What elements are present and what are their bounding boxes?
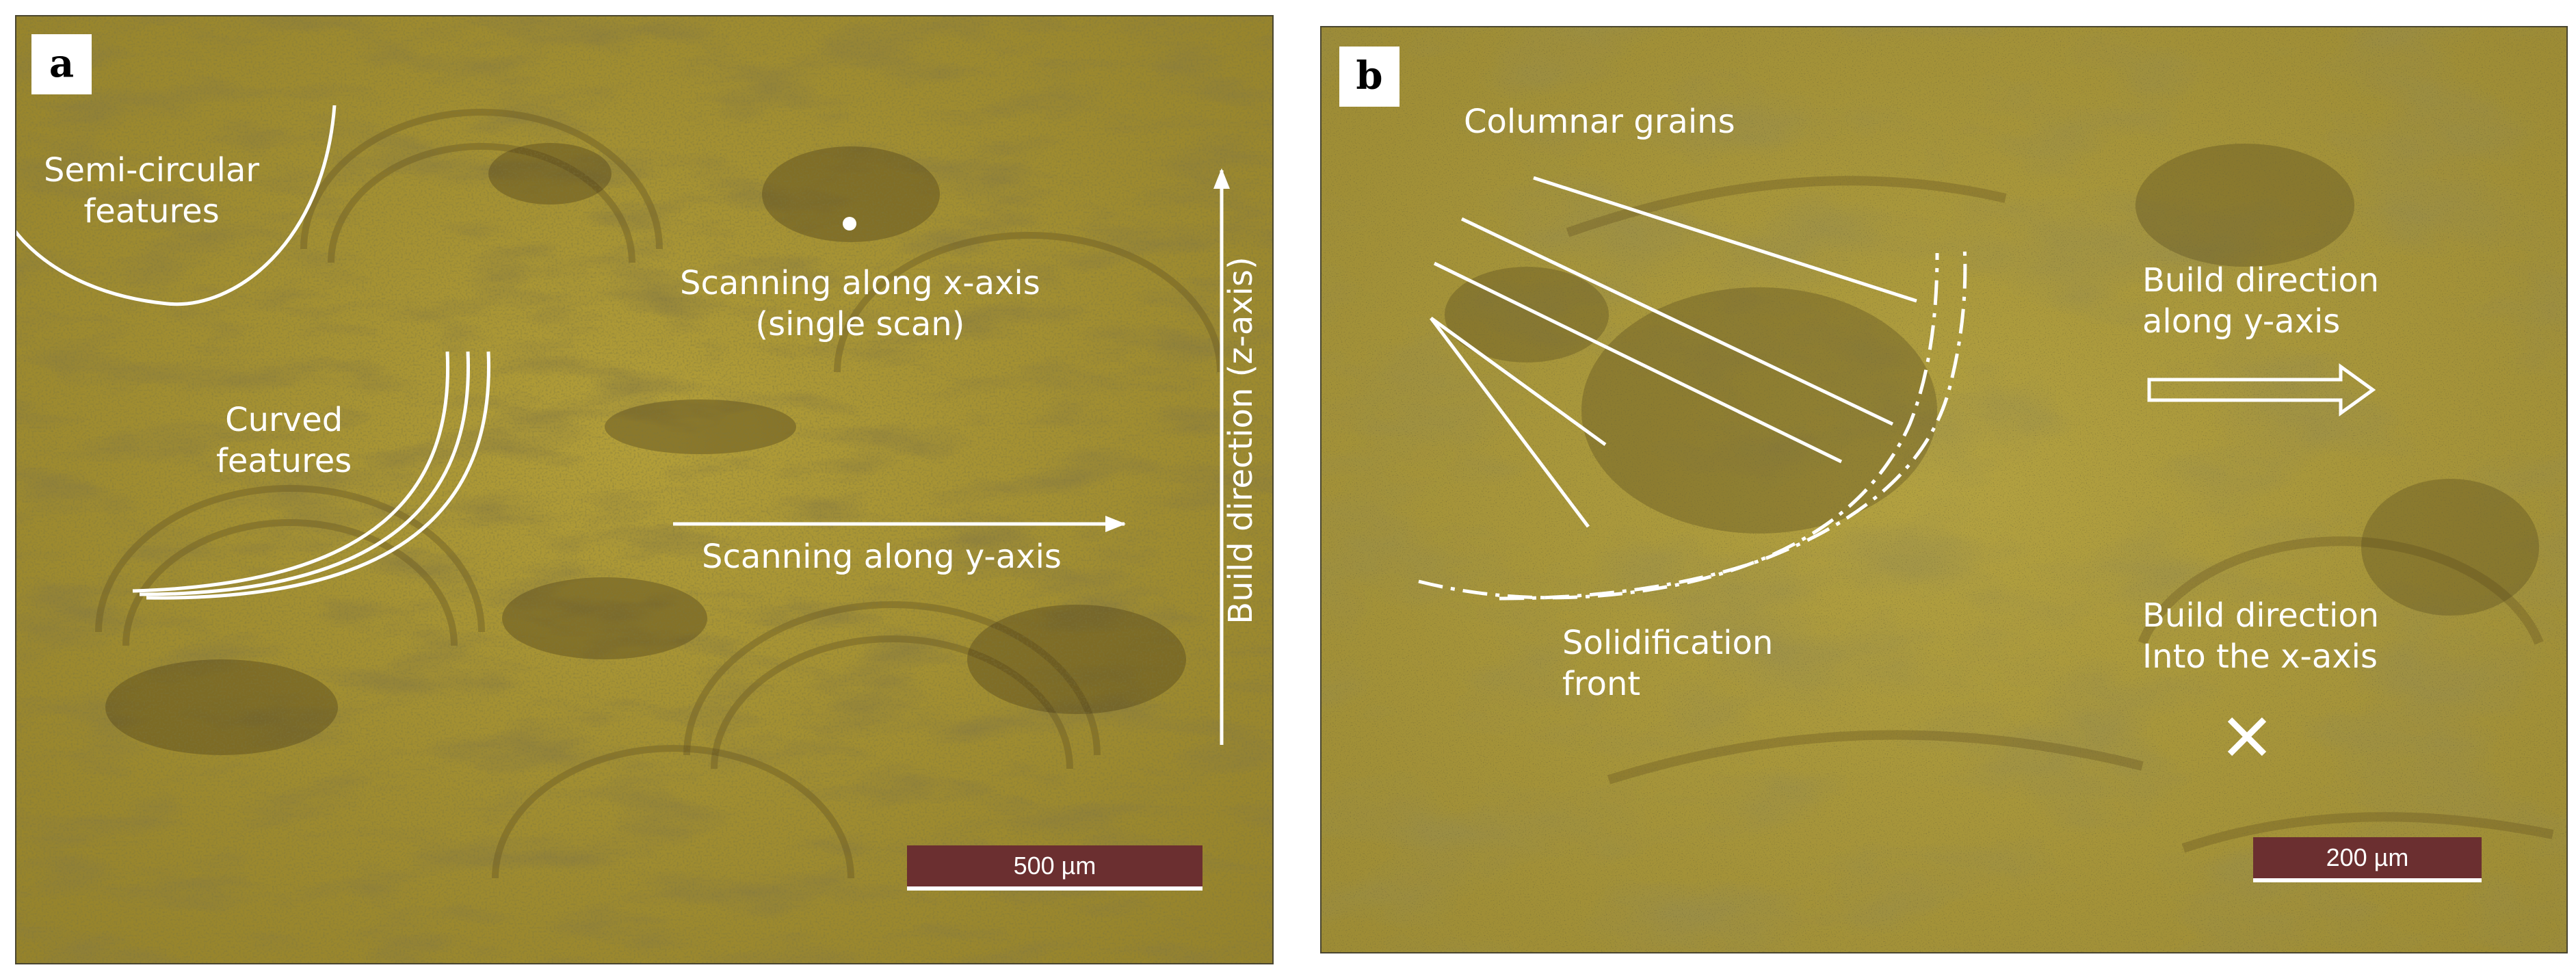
build-direction-z-label: Build direction (z-axis) [1222,256,1260,624]
columnar-grain-line-1 [1533,176,1917,303]
semi-circular-label-line-1: Semi-circular [44,151,260,189]
scan-y-arrowhead [1105,516,1126,532]
curved-features-label: Curved features [216,399,352,482]
panel-a-letter: a [31,34,92,94]
solidification-front-arc-2 [1499,246,1967,601]
scanning-x-label-line-2: (single scan) [755,305,965,343]
scanning-y-label: Scanning along y-axis [702,538,1062,576]
panel-b-letter: b [1339,47,1399,107]
scanning-x-label-line-1: Scanning along x-axis [680,264,1040,302]
semi-circular-label: Semi-circular features [44,150,259,232]
solidification-front-label: Solidification front [1562,622,1773,705]
semi-circular-feature-arc [16,105,337,306]
scale-bar-b: 200 µm [2253,837,2482,882]
solidification-label-line-2: front [1562,665,1641,703]
columnar-grain-line-4 [1430,317,1590,528]
panel-b-annotations [1418,176,2376,756]
build-x-label-line-2: Into the x-axis [2142,637,2378,676]
build-y-label: Build direction along y-axis [2142,260,2379,342]
curved-feature-line-3 [146,351,490,600]
solidification-label-line-1: Solidification [1562,624,1774,662]
columnar-grain-line-3 [1433,261,1843,464]
micrograph-b-texture [1322,27,2566,952]
panel-a-annotations [16,105,1230,745]
curved-feature-line-1 [132,351,450,593]
scanning-x-label: Scanning along x-axis (single scan) [680,263,1040,345]
micrograph-a-texture [16,16,1272,963]
single-scan-dot [843,217,856,231]
build-x-label-line-1: Build direction [2142,596,2380,635]
semi-circular-label-line-2: features [83,192,220,231]
build-y-label-line-2: along y-axis [2142,302,2341,341]
build-y-label-line-1: Build direction [2142,261,2380,300]
micrograph-panel-a: a Semi-circular features Scanning along … [15,15,1274,964]
into-page-cross-stroke-2 [2227,717,2267,756]
micrograph-panel-b: b Columnar grains Build direction along … [1320,26,2568,953]
curved-features-label-line-2: features [216,442,352,480]
build-x-label: Build direction Into the x-axis [2142,595,2379,677]
curved-features-label-line-1: Curved [225,401,343,439]
columnar-grain-line-2 [1460,217,1894,426]
scale-bar-a: 500 µm [907,845,1202,891]
build-y-hollow-arrow [2147,363,2376,417]
build-z-arrowhead [1213,168,1230,189]
curved-feature-line-2 [139,351,471,596]
solidification-front-arc-1 [1418,252,1939,600]
columnar-grain-line-5 [1430,316,1607,447]
columnar-grains-label: Columnar grains [1464,103,1735,141]
